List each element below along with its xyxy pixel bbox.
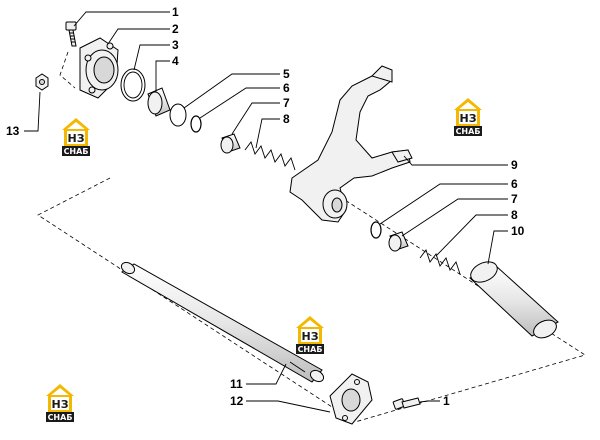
callout-label: 12 <box>230 394 244 408</box>
callout-label: 10 <box>511 224 525 238</box>
bushing-part-4 <box>147 87 171 117</box>
svg-text:СНАБ: СНАБ <box>298 345 323 354</box>
callout-label: 8 <box>511 208 518 222</box>
callout-label: 13 <box>6 124 20 138</box>
spring-part-8-top <box>244 141 296 171</box>
pin-part-10 <box>469 261 559 339</box>
callout-label: 3 <box>172 38 179 52</box>
circlip-part-6-bottom <box>370 221 382 239</box>
flange-housing-part-2 <box>79 37 119 99</box>
callout-label: 4 <box>172 54 179 68</box>
svg-text:СНАБ: СНАБ <box>64 147 89 156</box>
callout-label: 1 <box>172 5 179 19</box>
callout-label: 8 <box>283 112 290 126</box>
bolt-part-1-bottom <box>392 397 421 410</box>
cover-plate-part-12 <box>329 373 373 425</box>
o-ring-part-3 <box>120 68 146 102</box>
nut-part-13 <box>35 73 49 91</box>
callout-label: 7 <box>283 96 290 110</box>
bolt-part-1-top <box>65 21 77 47</box>
callout-label: 7 <box>511 192 518 206</box>
retaining-ring-part-5 <box>169 103 187 127</box>
callout-label: 6 <box>283 81 290 95</box>
svg-text:СНАБ: СНАБ <box>48 413 73 422</box>
detent-ball-part-7-bottom <box>388 231 409 252</box>
callout-label: 5 <box>283 67 290 81</box>
callout-label: 9 <box>511 158 518 172</box>
shift-rail-part-11 <box>120 261 325 383</box>
callout-labels: 1 2 3 4 5 6 7 8 9 6 7 8 10 13 11 12 1 <box>6 5 525 408</box>
circlip-part-6-top <box>190 115 202 133</box>
callout-label: 2 <box>172 22 179 36</box>
spring-part-8-bottom <box>419 249 461 275</box>
watermark-logo: СНАБ <box>62 118 90 156</box>
callout-label: 6 <box>511 177 518 191</box>
watermark-logo: СНАБ <box>296 316 324 354</box>
watermark-logo: СНАБ <box>454 98 482 136</box>
svg-text:СНАБ: СНАБ <box>456 127 481 136</box>
assembly-dashed-line-top <box>59 51 76 89</box>
callout-label: 1 <box>443 394 450 408</box>
watermark-logo: СНАБ <box>46 384 74 422</box>
callout-label: 11 <box>230 377 243 391</box>
leader-lines <box>24 11 508 413</box>
detent-ball-part-7-top <box>220 133 241 154</box>
shift-fork-part-9 <box>289 65 413 223</box>
